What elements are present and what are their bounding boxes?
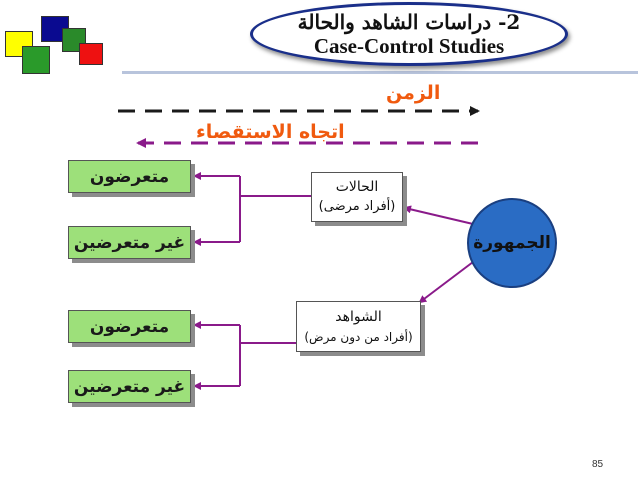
population-circle: الجمهورة bbox=[467, 198, 557, 288]
exposed-box-controls: متعرضون bbox=[68, 310, 191, 343]
decor-square-yellow bbox=[5, 31, 33, 57]
cases-bracket bbox=[239, 176, 312, 242]
controls-subtitle: (أفراد من دون مرض) bbox=[304, 329, 413, 344]
unexposed-box-controls: غير متعرضين bbox=[68, 370, 191, 403]
controls-box: الشواهد (أفراد من دون مرض) bbox=[296, 301, 421, 352]
inquiry-direction-label: اتجاه الاستقصاء bbox=[196, 121, 345, 143]
page-number: 85 bbox=[592, 459, 604, 470]
time-label: الزمن bbox=[386, 82, 441, 104]
title-english: Case-Control Studies bbox=[313, 34, 505, 58]
controls-bracket bbox=[239, 325, 296, 386]
population-to-cases-arrow bbox=[403, 205, 474, 225]
population-to-controls-arrow bbox=[418, 261, 474, 304]
unexposed-box-cases: غير متعرضين bbox=[68, 226, 191, 259]
header-divider bbox=[122, 71, 638, 74]
exposed-box-cases: متعرضون bbox=[68, 160, 191, 193]
decor-square-red bbox=[79, 43, 103, 65]
cases-subtitle: (أفراد مرضى) bbox=[318, 199, 396, 214]
cases-title: الحالات bbox=[335, 179, 379, 195]
decor-square-green-2 bbox=[22, 46, 50, 74]
controls-title: الشواهد bbox=[335, 308, 382, 325]
cases-box: الحالات (أفراد مرضى) bbox=[311, 172, 403, 222]
title-arabic: 2- دراسات الشاهد والحالة bbox=[297, 10, 521, 34]
title-oval: 2- دراسات الشاهد والحالة Case-Control St… bbox=[250, 2, 568, 66]
